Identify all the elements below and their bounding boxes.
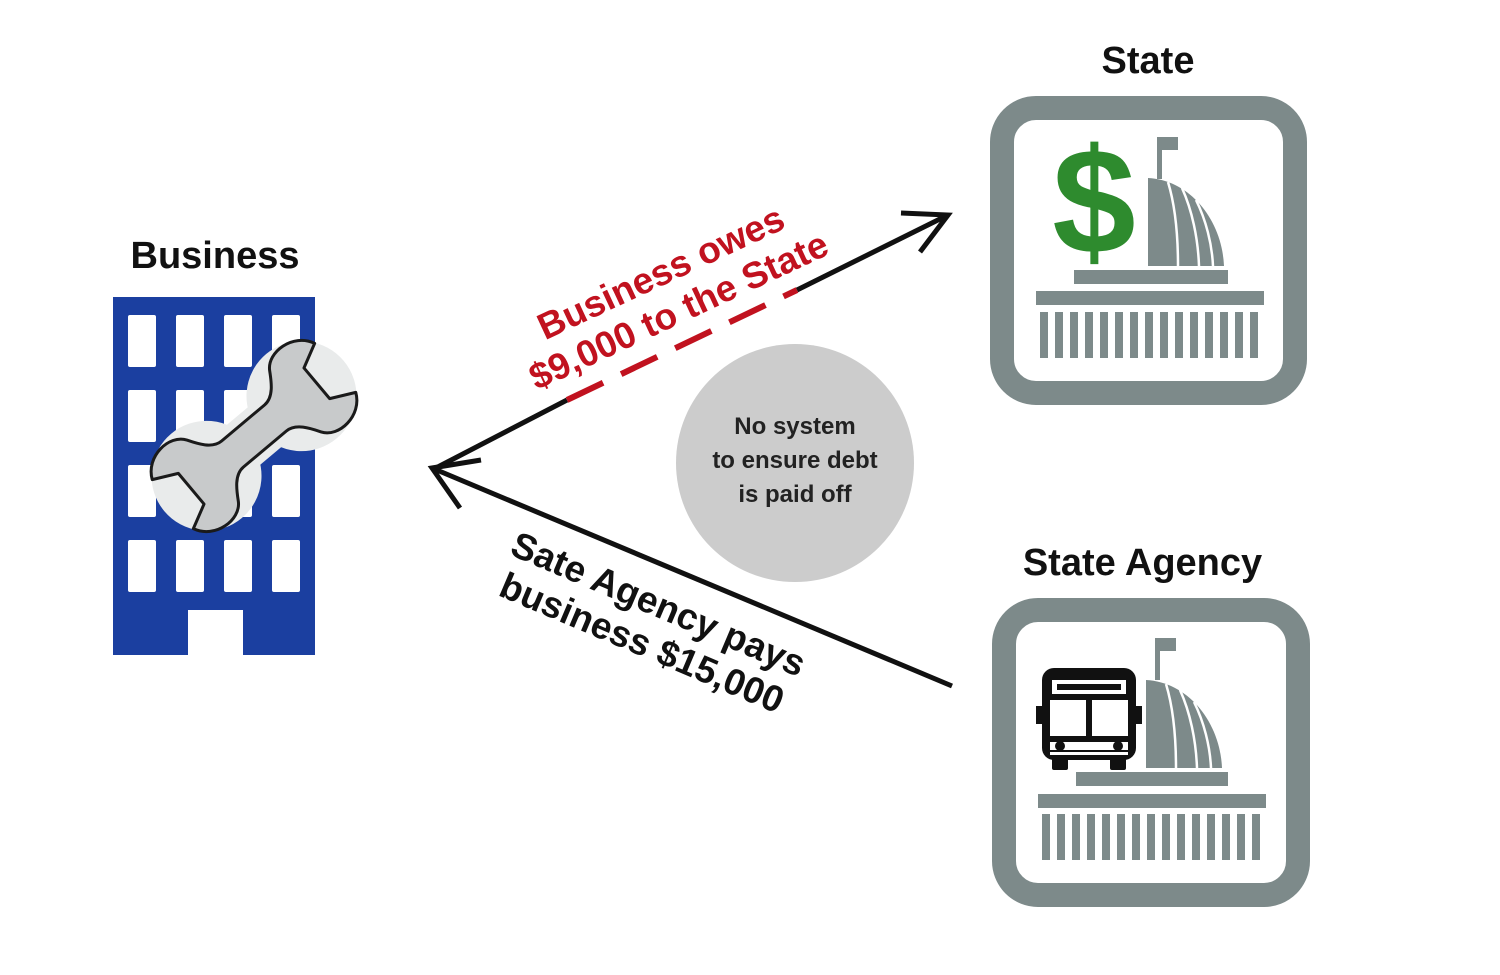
state-label: State [1101,40,1195,82]
state-seal-icon [990,96,1307,405]
center-note-line-2: to ensure debt [712,447,878,474]
dollar-sign-icon: $ [1052,117,1136,285]
center-note: No system to ensure debt is paid off [680,410,910,512]
payment-arrow [427,457,953,689]
state-agency-seal-icon [992,598,1310,907]
business-label: Business [130,235,300,277]
center-note-line-3: is paid off [738,481,852,508]
bus-icon [1036,668,1142,770]
capitol-dome-icon [1036,137,1264,358]
debt-arrow [430,210,953,473]
capitol-dome-icon [1038,638,1266,860]
center-note-line-1: No system [734,413,856,440]
state-agency-label: State Agency [1022,542,1263,584]
wrench-icon [149,338,359,534]
note-bubble [676,344,914,582]
